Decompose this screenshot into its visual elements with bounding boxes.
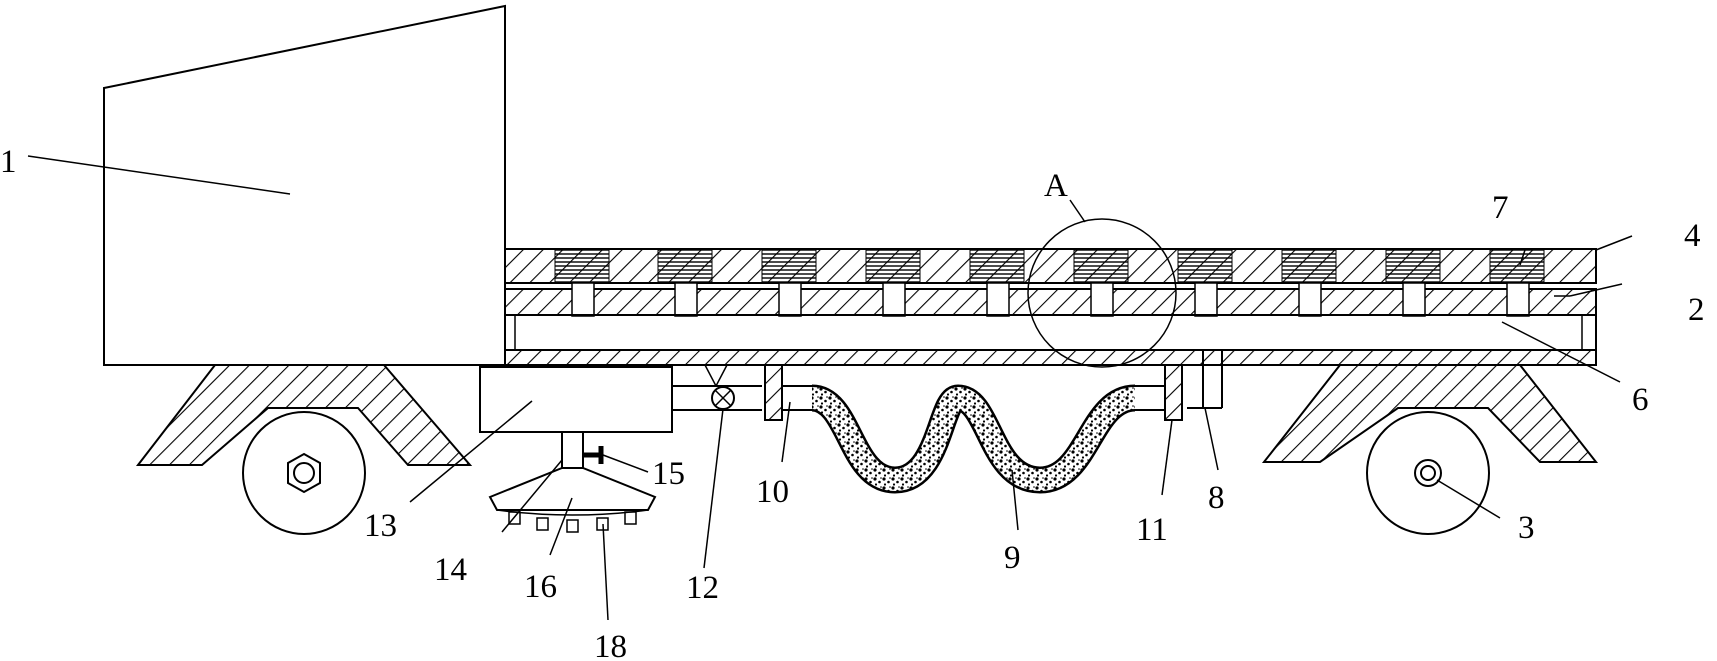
rear-fender (1261, 364, 1599, 463)
water-tank (479, 366, 673, 433)
detail-circle-a (1027, 218, 1177, 368)
label-1: 1 (0, 144, 17, 180)
label-11: 11 (1136, 512, 1168, 548)
label-a: A (1044, 168, 1068, 204)
label-10: 10 (756, 474, 789, 510)
valve-12 (711, 386, 735, 410)
label-9: 9 (1004, 540, 1021, 576)
label-2: 2 (1688, 292, 1705, 328)
label-15: 15 (652, 456, 685, 492)
clamp-10 (764, 364, 783, 421)
front-fender (135, 364, 473, 466)
clamp-11 (1164, 364, 1183, 421)
label-16: 16 (524, 569, 557, 605)
body-upper-plate (504, 288, 1597, 316)
label-14: 14 (434, 552, 467, 588)
top-plate-gaps (554, 249, 1545, 283)
label-7: 7 (1492, 190, 1509, 226)
label-8: 8 (1208, 480, 1225, 516)
label-18: 18 (594, 629, 627, 661)
label-4: 4 (1684, 218, 1701, 254)
label-3: 3 (1518, 510, 1535, 546)
brush-post (561, 432, 584, 468)
front-wheel (242, 411, 366, 535)
label-12: 12 (686, 570, 719, 606)
inlet-pipe (1187, 350, 1223, 409)
valve-15 (583, 446, 604, 464)
cab-body (103, 4, 506, 366)
leader-lines (27, 155, 1633, 621)
pump-pipe (672, 364, 762, 411)
label-13: 13 (364, 508, 397, 544)
label-6: 6 (1632, 382, 1649, 418)
water-channel (504, 314, 1597, 351)
brush-head (488, 467, 657, 516)
rear-wheel (1366, 411, 1490, 535)
bristles (508, 511, 637, 533)
body-lower-plate (504, 349, 1597, 366)
